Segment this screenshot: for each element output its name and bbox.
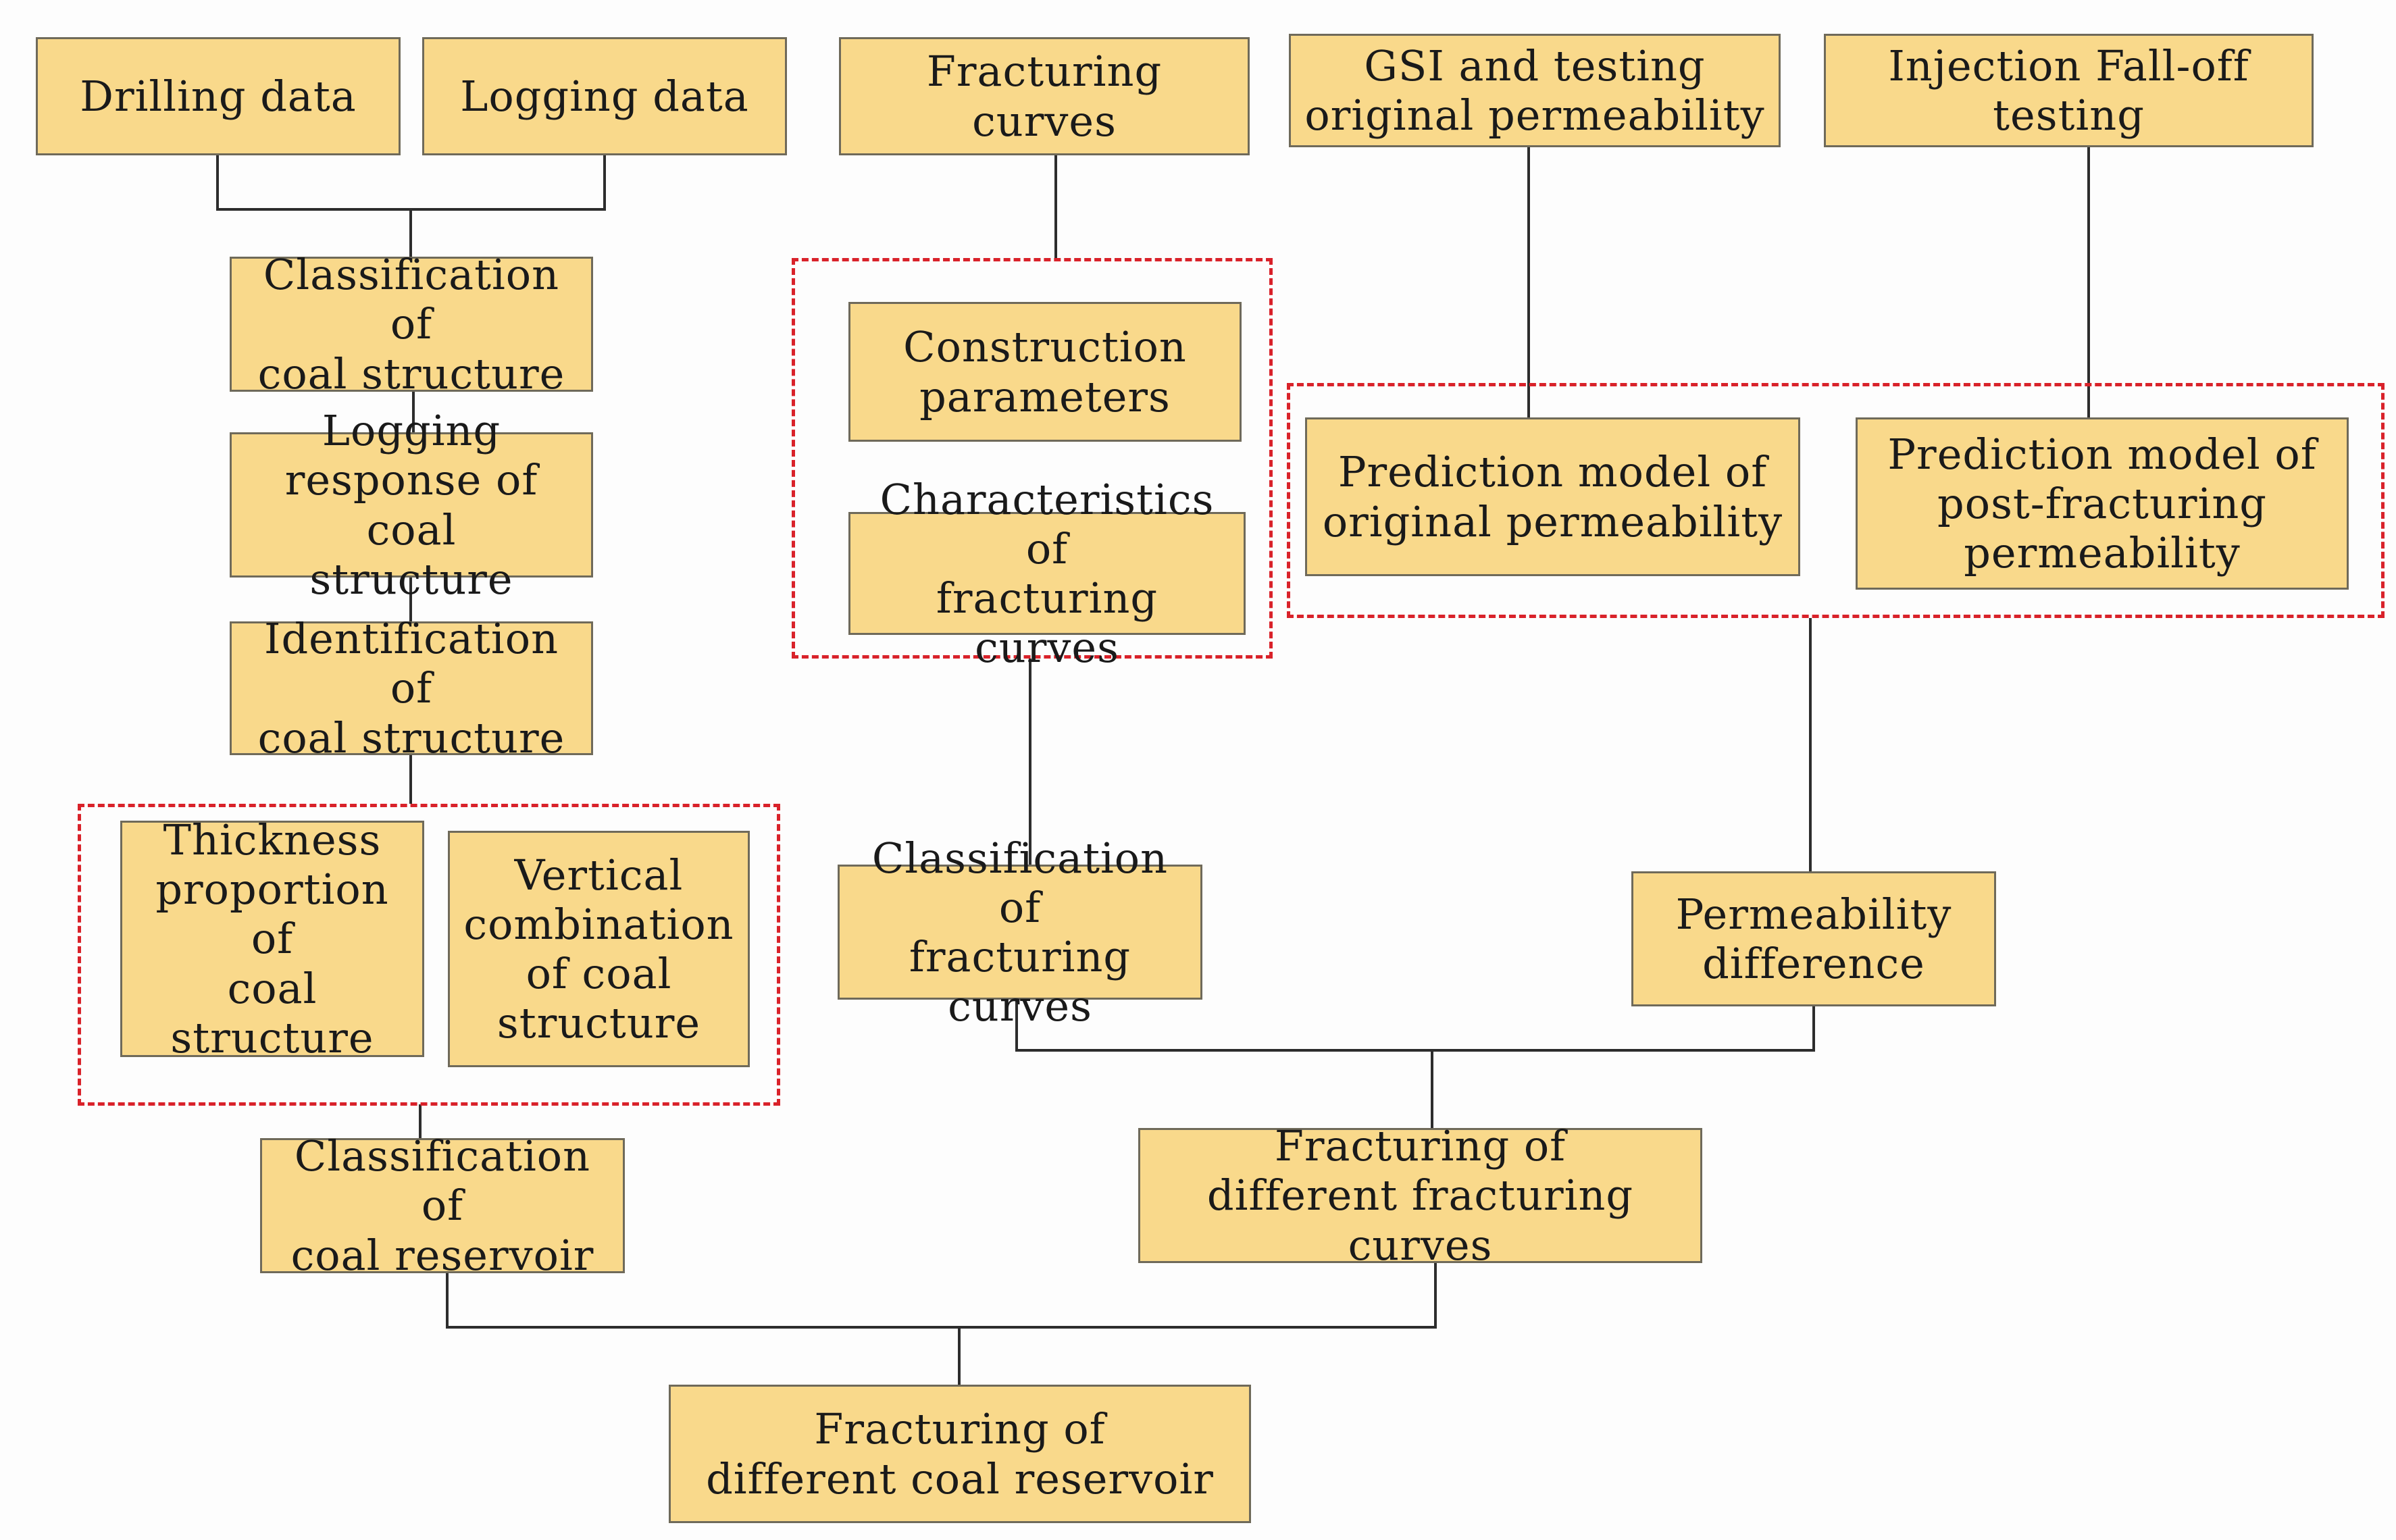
fracturing-different-curves-label: Fracturing of different fracturing curve… [1206,1121,1634,1270]
coal-structure-group [78,804,780,1106]
connector-bottom-merge [446,1263,1437,1329]
characteristics-fracturing-curves-box: Characteristics of fracturing curves [848,475,1246,672]
vertical-combination-label: Vertical combination of coal structure [463,850,734,1048]
injection-falloff-box: Injection Fall-off testing [1824,34,2314,147]
logging-data-label: Logging data [460,71,749,121]
prediction-post-box: Prediction model of post-fracturing perm… [1856,417,2349,590]
construction-parameters-label: Construction parameters [903,322,1187,421]
fracturing-curves-label: Fracturing curves [926,47,1163,146]
classification-coal-reservoir-label: Classification of coal reservoir [290,1131,594,1280]
drilling-data-box: Drilling data [36,37,401,155]
construction-parameters-box: Construction parameters [848,302,1242,442]
classification-fracturing-curves-box: Classification of fracturing curves [838,833,1202,1031]
logging-response-label: Logging response of coal structure [284,406,538,604]
prediction-original-label: Prediction model of original permeabilit… [1322,447,1783,546]
classification-coal-reservoir-box: Classification of coal reservoir [260,1131,625,1280]
classification-fracturing-curves-label: Classification of fracturing curves [871,833,1169,1031]
connector-fracturing-permeability-merge [1015,1000,1815,1052]
logging-data-box: Logging data [422,37,787,155]
thickness-proportion-label: Thickness proportion of coal structure [155,815,389,1062]
fracturing-different-reservoir-box: Fracturing of different coal reservoir [669,1385,1251,1523]
fracturing-parameters-group [792,258,1273,659]
identification-coal-structure-label: Identification of coal structure [257,614,565,763]
permeability-difference-box: Permeability difference [1631,871,1996,1006]
gsi-testing-label: GSI and testing original permeability [1304,41,1765,140]
fracturing-curves-box: Fracturing curves [839,37,1250,155]
prediction-original-box: Prediction model of original permeabilit… [1305,417,1800,576]
connector-drilling-logging [216,155,606,211]
logging-response-box: Logging response of coal structure [230,406,593,604]
gsi-testing-box: GSI and testing original permeability [1289,34,1781,147]
injection-falloff-label: Injection Fall-off testing [1888,41,2249,140]
prediction-post-label: Prediction model of post-fracturing perm… [1887,429,2317,578]
characteristics-fracturing-curves-label: Characteristics of fracturing curves [880,474,1215,673]
classification-coal-structure-label: Classification of coal structure [257,250,565,399]
fracturing-different-curves-box: Fracturing of different fracturing curve… [1138,1121,1702,1270]
permeability-difference-label: Permeability difference [1675,889,1952,988]
thickness-proportion-box: Thickness proportion of coal structure [120,815,424,1062]
classification-coal-structure-box: Classification of coal structure [230,250,593,399]
identification-coal-structure-box: Identification of coal structure [230,614,593,763]
vertical-combination-box: Vertical combination of coal structure [448,831,750,1067]
permeability-prediction-group [1287,383,2385,618]
fracturing-different-reservoir-label: Fracturing of different coal reservoir [706,1404,1214,1504]
drilling-data-label: Drilling data [80,71,357,121]
